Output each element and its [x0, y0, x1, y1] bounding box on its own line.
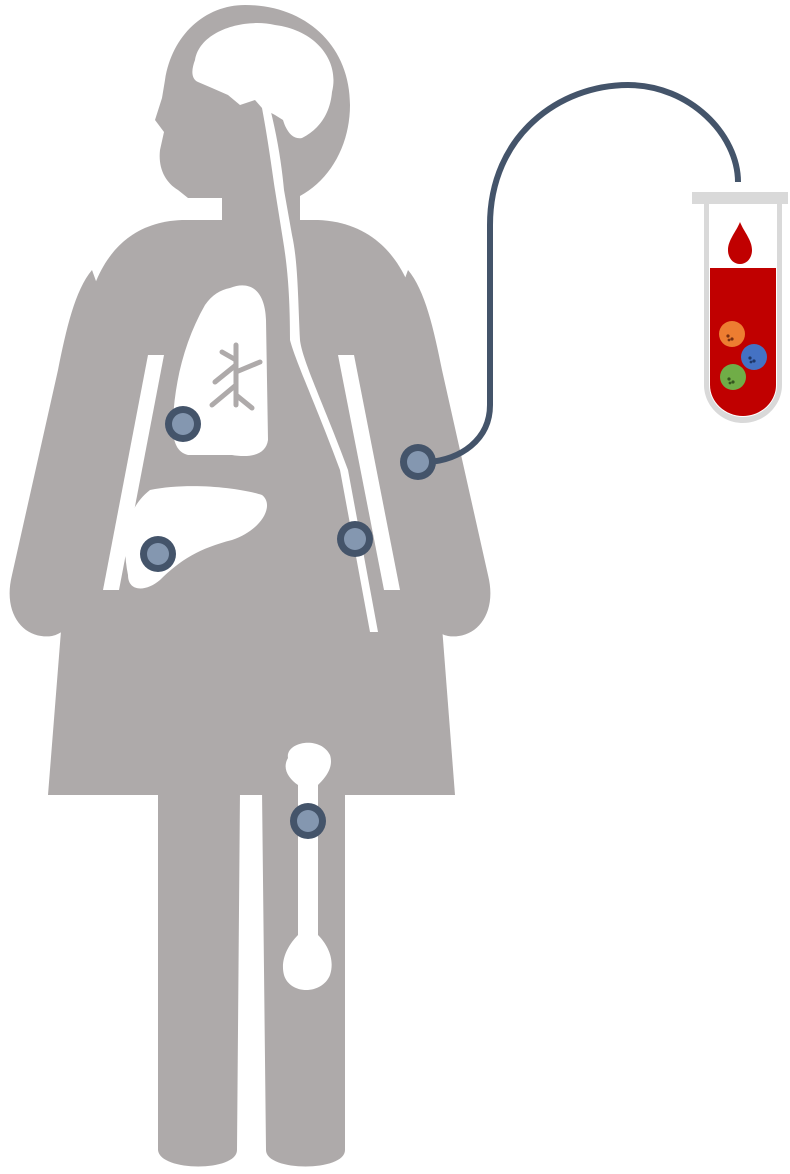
lung-marker[interactable] [165, 406, 201, 442]
left-leg [158, 790, 240, 1167]
female-body-silhouette-icon [10, 5, 491, 1167]
bone-marker[interactable] [290, 803, 326, 839]
arm-marker[interactable] [400, 444, 436, 480]
blood-test-tube-icon [692, 192, 788, 423]
spine-marker[interactable] [337, 521, 373, 557]
tube-blood [710, 268, 776, 416]
cell-orange [719, 321, 745, 347]
cell-blue [741, 344, 767, 370]
liver-marker[interactable] [140, 536, 176, 572]
cell-green [720, 364, 746, 390]
sample-tube-line [428, 85, 738, 462]
